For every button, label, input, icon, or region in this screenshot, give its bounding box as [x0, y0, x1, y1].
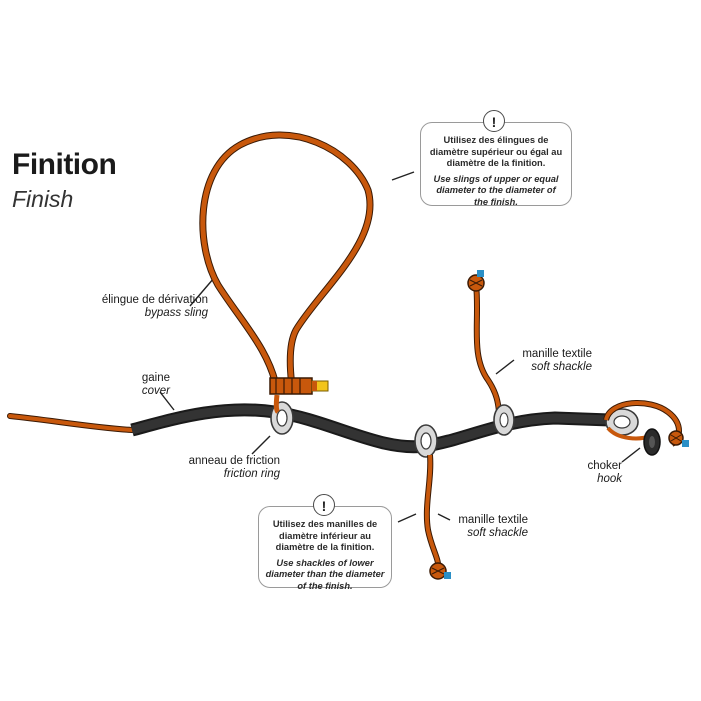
label-friction-ring-en: friction ring: [223, 468, 280, 480]
leader-cover: [159, 391, 175, 411]
soft-shackle-bottom: [414, 424, 451, 580]
bypass-sling: [199, 131, 374, 395]
note-top-fr: Utilisez des élingues de diamètre supéri…: [429, 135, 563, 168]
label-choker-hook-en: hook: [597, 473, 622, 485]
note-top: Utilisez des élingues de diamètre supéri…: [420, 122, 572, 207]
soft-shackle-top: [467, 270, 515, 436]
title-english: Finish: [12, 186, 74, 212]
label-friction-ring: anneau de friction friction ring: [150, 455, 280, 481]
label-friction-ring-fr: anneau de friction: [188, 455, 280, 467]
note-bottom-fr: Utilisez des manilles de diamètre inféri…: [272, 519, 378, 552]
label-soft-shackle-top-fr: manille textile: [522, 348, 592, 360]
leader-friction-ring: [251, 435, 271, 455]
label-bypass-sling-en: bypass sling: [144, 307, 208, 319]
choker-tip: [682, 440, 689, 447]
warning-icon: !: [313, 494, 335, 516]
label-cover-fr: gaine: [141, 372, 170, 384]
label-soft-shackle-bottom-en: soft shackle: [467, 527, 528, 539]
warning-icon: !: [483, 110, 505, 132]
label-soft-shackle-bottom-fr: manille textile: [458, 514, 528, 526]
label-cover-en: cover: [141, 385, 170, 397]
label-choker-hook: choker hook: [568, 460, 622, 486]
title-french: Finition: [12, 148, 117, 181]
friction-ring: [270, 394, 294, 435]
label-cover: gaine cover: [110, 372, 170, 398]
note-bottom: Utilisez des manilles de diamètre inféri…: [258, 506, 392, 591]
leader-top-note: [391, 171, 415, 181]
label-soft-shackle-bottom: manille textile soft shackle: [434, 514, 528, 540]
label-choker-hook-fr: choker: [587, 460, 622, 472]
choker-hook: [603, 400, 689, 456]
label-soft-shackle-top-en: soft shackle: [531, 361, 592, 373]
note-bottom-en: Use shackles of lower diameter than the …: [265, 557, 385, 591]
label-soft-shackle-top: manille textile soft shackle: [500, 348, 592, 374]
soft-shackle-bottom-tip: [444, 572, 451, 579]
leader-soft-shackle-top: [495, 359, 515, 375]
note-top-en: Use slings of upper or equal diameter to…: [433, 173, 559, 207]
leader-choker-hook: [621, 447, 641, 463]
soft-shackle-top-tip: [477, 270, 484, 277]
leader-soft-shackle-bottom: [437, 513, 451, 521]
label-bypass-sling: élingue de dérivation bypass sling: [60, 294, 208, 320]
bypass-knot: [269, 377, 313, 395]
label-bypass-sling-fr: élingue de dérivation: [101, 294, 208, 306]
leader-bypass-sling: [189, 277, 215, 307]
leader-bottom-note: [397, 513, 417, 523]
